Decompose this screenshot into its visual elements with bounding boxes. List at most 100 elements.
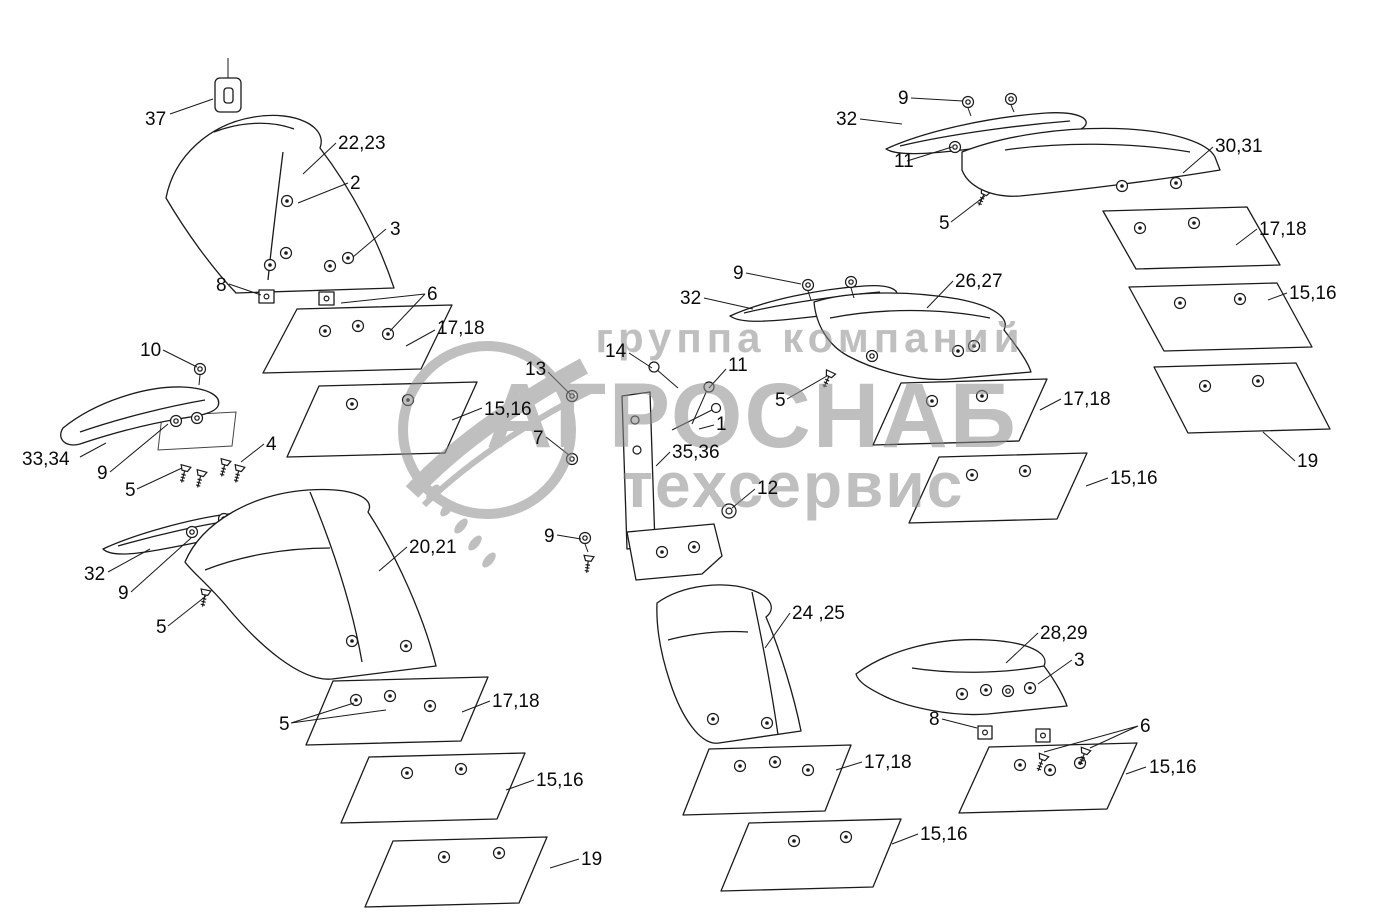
moldboard-28-29 (855, 638, 1068, 716)
watermark-logo-circle (398, 341, 576, 519)
bolt-14-head (648, 361, 660, 373)
callout-leader-lines (79, 58, 1296, 869)
callout-15-16: 15,16 (484, 399, 532, 420)
washer-9-icon (801, 278, 815, 292)
share-plate-15-16-tl (286, 381, 478, 458)
screw-5-icon (192, 469, 208, 490)
bolt-14-shaft (655, 368, 679, 389)
callout-14: 14 (605, 341, 627, 362)
watermark-brand: АГРОСНАБ (486, 365, 1018, 467)
bolt-icon (383, 689, 397, 703)
bolt-11-shaft (691, 387, 709, 425)
callout-17-18: 17,18 (1063, 389, 1111, 410)
bolt-1-shaft (671, 408, 715, 431)
parts-layer (60, 77, 1331, 908)
bolt-1-head (710, 402, 722, 414)
washer-icon (190, 411, 204, 425)
screw-4-icon (230, 464, 246, 485)
washer-icon (169, 414, 183, 428)
callout-20-21: 20,21 (409, 537, 457, 558)
watermark-techservice: техсервис (622, 449, 965, 521)
share-plate-15-16-cb (720, 818, 902, 892)
callout-9: 9 (97, 463, 108, 484)
callout-8: 8 (216, 275, 227, 296)
share-plate-19-r (1153, 362, 1331, 434)
callout-32: 32 (84, 564, 105, 585)
moldboard-30-31 (961, 127, 1221, 197)
callout-17-18: 17,18 (864, 752, 912, 773)
callout-5: 5 (125, 480, 136, 501)
callout-5: 5 (939, 213, 950, 234)
callout-1: 1 (716, 414, 727, 435)
bolt-icon (1233, 292, 1247, 306)
callout-9: 9 (544, 526, 555, 547)
bolt-icon (655, 545, 669, 559)
share-plate-17-18-tl (262, 304, 453, 374)
callout-33-34: 33,34 (22, 449, 70, 470)
watermark-wheat (426, 484, 496, 568)
callout-17-18: 17,18 (1259, 219, 1307, 240)
share-plate-15-16-r (1128, 282, 1313, 352)
bolt-icon (1187, 216, 1201, 230)
callout-3: 3 (390, 219, 401, 240)
washer-9-icon (578, 531, 592, 545)
nut-plate-hole (981, 729, 988, 736)
callout-22-23: 22,23 (338, 133, 386, 154)
bolt-icon (801, 763, 815, 777)
nut-plate-hole (1039, 732, 1046, 739)
bolt-icon (1115, 179, 1129, 193)
callout-2: 2 (350, 173, 361, 194)
callout-26-27: 26,27 (955, 271, 1003, 292)
bolt-icon (1043, 763, 1057, 777)
share-plate-15-16-br (958, 742, 1138, 814)
share-plate-17-18-bl (305, 676, 489, 746)
bolt-icon (279, 246, 293, 260)
callout-15-16: 15,16 (1110, 468, 1158, 489)
callout-11: 11 (728, 355, 748, 376)
bolt-icon (1023, 681, 1037, 695)
washer-9-icon (961, 95, 975, 109)
moldboard-20-21 (184, 488, 437, 680)
nut-plate-hole (263, 293, 270, 300)
callout-17-18: 17,18 (437, 318, 485, 339)
bolt-icon (1018, 464, 1032, 478)
bolt-icon (1198, 379, 1212, 393)
bolt-icon (341, 251, 355, 265)
callout-9: 9 (733, 263, 744, 284)
callout-8: 8 (929, 709, 940, 730)
share-plate-17-18-cb (682, 744, 852, 816)
callout-15-16: 15,16 (1289, 283, 1337, 304)
callout-5: 5 (156, 617, 167, 638)
bolt-icon (1169, 176, 1183, 190)
callout-12: 12 (757, 478, 778, 499)
skimmer-33-34 (60, 386, 220, 446)
callout-4: 4 (266, 434, 277, 455)
screw-5-icon (176, 464, 192, 485)
bolt-icon (787, 834, 801, 848)
bolt-icon (399, 639, 413, 653)
bolt-icon (345, 397, 359, 411)
bolt-icon (1173, 296, 1187, 310)
bolt-icon (454, 762, 468, 776)
washer-9-icon (185, 525, 199, 539)
callout-15-16: 15,16 (920, 824, 968, 845)
bolt-icon (965, 468, 979, 482)
bolt-icon (318, 324, 332, 338)
bolt-icon (768, 755, 782, 769)
bolt-icon (437, 850, 451, 864)
share-plate-17-18-r (1102, 206, 1281, 270)
callout-15-16: 15,16 (536, 770, 584, 791)
callout-32: 32 (680, 288, 701, 309)
frog-foot-bracket (626, 523, 723, 581)
washer-9-icon (1004, 92, 1018, 106)
callout-5: 5 (775, 390, 786, 411)
bolt-icon (687, 540, 701, 554)
callout-3: 3 (1074, 650, 1085, 671)
bolt-icon (979, 683, 993, 697)
callout-10: 10 (140, 340, 161, 361)
washer-10-icon (193, 362, 207, 376)
bolt-icon (492, 846, 506, 860)
bolt-icon (381, 327, 395, 341)
share-plate-15-16-bl (340, 752, 526, 824)
